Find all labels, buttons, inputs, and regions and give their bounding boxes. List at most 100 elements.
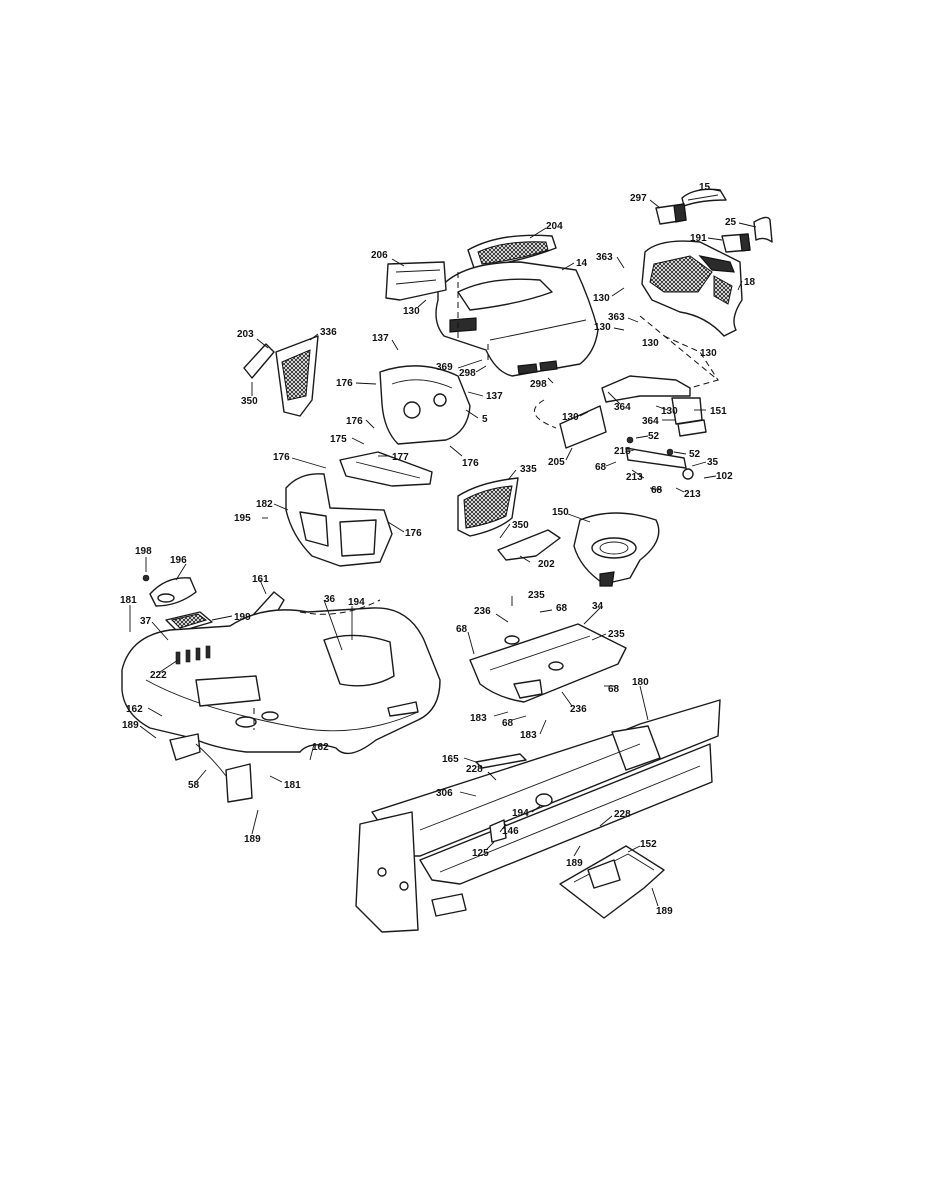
callout-36: 36 xyxy=(324,594,336,605)
callout-182: 182 xyxy=(256,499,273,510)
lower-dash-182 xyxy=(285,473,393,567)
side-panel-336 xyxy=(275,335,319,417)
callout-146: 146 xyxy=(502,826,519,837)
callout-177: 177 xyxy=(392,452,409,463)
callout-52: 52 xyxy=(648,431,660,442)
callout-150: 150 xyxy=(552,507,569,518)
callout-222: 222 xyxy=(150,670,167,681)
callout-102: 102 xyxy=(716,471,733,482)
callout-228: 228 xyxy=(614,809,631,820)
callout-204: 204 xyxy=(546,221,563,232)
callout-298: 298 xyxy=(530,379,547,390)
callout-218: 218 xyxy=(614,446,631,457)
callout-5: 5 xyxy=(482,414,488,425)
callout-213: 213 xyxy=(684,489,701,500)
hood-grille-18 xyxy=(641,240,743,337)
callout-298: 298 xyxy=(459,368,476,379)
bracket-203 xyxy=(243,343,275,379)
plate-199 xyxy=(165,611,213,633)
callout-235: 235 xyxy=(608,629,625,640)
callout-306: 306 xyxy=(436,788,453,799)
callout-195: 195 xyxy=(234,513,251,524)
callout-236: 236 xyxy=(474,606,491,617)
callout-130: 130 xyxy=(642,338,659,349)
callout-191: 191 xyxy=(690,233,707,244)
callout-175: 175 xyxy=(330,434,347,445)
dashboard-5 xyxy=(379,365,471,445)
callout-196: 196 xyxy=(170,555,187,566)
callout-176: 176 xyxy=(346,416,363,427)
callout-152: 152 xyxy=(640,839,657,850)
callout-68: 68 xyxy=(608,684,620,695)
callout-363: 363 xyxy=(608,312,625,323)
light-housing-191 xyxy=(721,233,751,253)
callout-176: 176 xyxy=(462,458,479,469)
callout-189: 189 xyxy=(656,906,673,917)
frame-125 xyxy=(355,699,721,933)
callout-189: 189 xyxy=(122,720,139,731)
cap-198 xyxy=(142,574,150,582)
callout-364: 364 xyxy=(642,416,659,427)
callout-176: 176 xyxy=(273,452,290,463)
callout-161: 161 xyxy=(252,574,269,585)
callout-165: 165 xyxy=(442,754,459,765)
callout-130: 130 xyxy=(661,406,678,417)
callout-130: 130 xyxy=(403,306,420,317)
callout-181: 181 xyxy=(284,780,301,791)
pivot-bracket-218 xyxy=(625,436,694,480)
mounting-plate-34 xyxy=(469,623,627,703)
callout-202: 202 xyxy=(538,559,555,570)
callout-151: 151 xyxy=(710,406,727,417)
fender-deck-37 xyxy=(121,607,441,755)
callout-68: 68 xyxy=(651,485,663,496)
fuel-tank-150 xyxy=(573,512,660,587)
headlight-lens-25 xyxy=(753,216,773,243)
callout-34: 34 xyxy=(592,601,604,612)
callout-35: 35 xyxy=(707,457,719,468)
skid-shield-152 xyxy=(559,845,665,919)
callout-350: 350 xyxy=(241,396,258,407)
callout-189: 189 xyxy=(244,834,261,845)
link-rod-165 xyxy=(475,753,527,769)
hood-support-364 xyxy=(601,375,707,437)
callout-194: 194 xyxy=(348,597,365,608)
callout-162: 162 xyxy=(126,704,143,715)
rear-bracket-58 xyxy=(169,733,253,803)
hood-bracket-206 xyxy=(385,261,447,301)
callout-183: 183 xyxy=(470,713,487,724)
callout-189: 189 xyxy=(566,858,583,869)
callout-350: 350 xyxy=(512,520,529,531)
callout-68: 68 xyxy=(456,624,468,635)
callout-213: 213 xyxy=(626,472,643,483)
callout-180: 180 xyxy=(632,677,649,688)
callout-52: 52 xyxy=(689,449,701,460)
callout-125: 125 xyxy=(472,848,489,859)
hood-plate-205 xyxy=(559,405,607,449)
headlight-lens-15 xyxy=(681,188,727,207)
callout-58: 58 xyxy=(188,780,200,791)
callout-235: 235 xyxy=(528,590,545,601)
light-housing-297 xyxy=(655,203,687,225)
callout-369: 369 xyxy=(436,362,453,373)
callout-206: 206 xyxy=(371,250,388,261)
callout-130: 130 xyxy=(593,293,610,304)
hood-14 xyxy=(435,261,599,377)
callout-137: 137 xyxy=(372,333,389,344)
callout-137: 137 xyxy=(486,391,503,402)
bolt-row-222 xyxy=(175,645,211,665)
callout-205: 205 xyxy=(548,457,565,468)
callout-68: 68 xyxy=(556,603,568,614)
callout-199: 199 xyxy=(234,612,251,623)
callout-297: 297 xyxy=(630,193,647,204)
callout-181: 181 xyxy=(120,595,137,606)
callout-18: 18 xyxy=(744,277,756,288)
callout-68: 68 xyxy=(595,462,607,473)
callout-130: 130 xyxy=(562,412,579,423)
callout-336: 336 xyxy=(320,327,337,338)
callout-228: 228 xyxy=(466,764,483,775)
callout-364: 364 xyxy=(614,402,631,413)
callout-labels: 15 297 25 191 204 206 14 363 18 130 130 … xyxy=(120,182,756,917)
callout-130: 130 xyxy=(700,348,717,359)
callout-203: 203 xyxy=(237,329,254,340)
